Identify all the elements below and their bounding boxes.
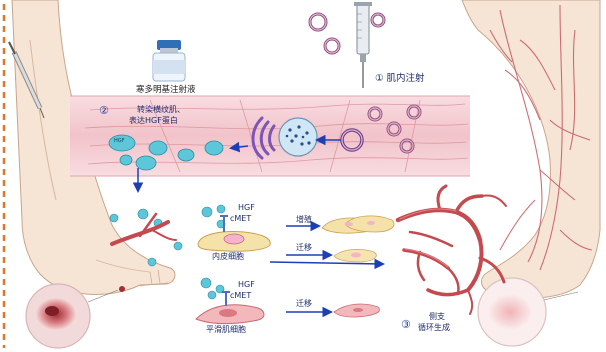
- step2-line1: 转染横纹肌、: [137, 105, 185, 114]
- cmet-label-top: cMET: [230, 214, 251, 223]
- hgf-label-bottom: HGF: [238, 280, 255, 289]
- step3-number: ③: [401, 318, 411, 331]
- cmet-label-bottom: cMET: [230, 291, 251, 300]
- step2-line2: 表达HGF蛋白: [129, 116, 178, 125]
- endothelial-cell-label: 内皮细胞: [212, 252, 244, 261]
- proliferation-label: 增殖: [296, 215, 312, 224]
- cell-nucleus: [279, 118, 317, 156]
- step3-line1: 侧支: [429, 312, 445, 321]
- step3-line2: 循环生成: [418, 323, 450, 332]
- migration-label-endothelial: 迁移: [296, 243, 312, 252]
- injection-syringe: [354, 2, 372, 88]
- migrated-smooth-muscle-cell: [334, 304, 380, 317]
- migrated-endothelial-cell: [334, 249, 376, 262]
- ulcer-wound-circle: [26, 284, 90, 348]
- vesicle-tag: HGF: [114, 139, 125, 145]
- proliferated-cells: [322, 216, 394, 233]
- migration-label-smooth-muscle: 迁移: [296, 299, 312, 308]
- drug-vial: [153, 40, 185, 81]
- step2-number: ②: [99, 104, 109, 117]
- smooth-muscle-cell-label: 平滑肌细胞: [206, 325, 246, 334]
- hgf-label-top: HGF: [238, 203, 255, 212]
- drug-label: 寒多明基注射液: [136, 86, 196, 96]
- step1-label: ① 肌内注射: [375, 70, 425, 84]
- healed-skin-circle: [478, 278, 546, 346]
